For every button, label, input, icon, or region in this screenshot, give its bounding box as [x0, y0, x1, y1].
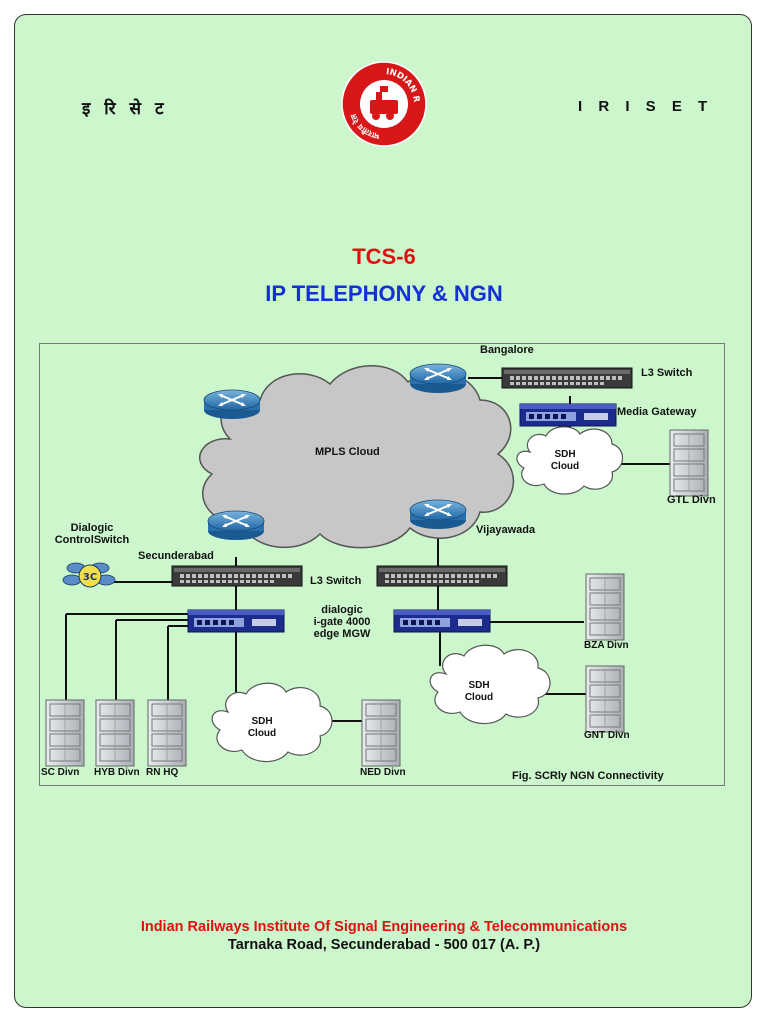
- diagram-drawing: 3C: [45, 363, 709, 767]
- label-sdh-cloud-left: SDH Cloud: [247, 716, 277, 739]
- label-ned-divn: NED Divn: [360, 767, 406, 778]
- sdh-cloud-left-icon: [211, 682, 333, 763]
- label-gtl-divn: GTL Divn: [667, 494, 716, 506]
- iriset-title: I R I S E T: [578, 98, 714, 115]
- server-bza-icon: [585, 573, 625, 641]
- label-dialogic-controlswitch: Dialogic ControlSwitch: [54, 522, 130, 546]
- label-gnt-divn: GNT Divn: [584, 730, 630, 741]
- label-bza-divn: BZA Divn: [584, 640, 629, 651]
- label-sdh-cloud-right: SDH Cloud: [464, 680, 494, 703]
- server-ned-icon: [361, 699, 401, 767]
- ngn-connectivity-diagram: 3C Bangalore L3 Switch Media Gateway MPL…: [39, 343, 725, 786]
- l3-switch-secunderabad-icon: [171, 565, 303, 587]
- hindi-title: इ रि से ट: [82, 99, 168, 119]
- server-gnt-icon: [585, 665, 625, 733]
- label-l3-switch-top: L3 Switch: [641, 367, 693, 379]
- l3-switch-bangalore-icon: [501, 367, 633, 389]
- sdh-cloud-top-icon: [516, 426, 624, 495]
- sdh-cloud-right-icon: [429, 644, 551, 725]
- label-hyb-divn: HYB Divn: [94, 767, 140, 778]
- svg-text:3C: 3C: [83, 572, 97, 583]
- label-media-gateway: Media Gateway: [617, 406, 697, 418]
- label-secunderabad: Secunderabad: [138, 550, 214, 562]
- institute-name: Indian Railways Institute Of Signal Engi…: [140, 919, 628, 935]
- label-l3-switch-mid: L3 Switch: [310, 575, 362, 587]
- label-bangalore: Bangalore: [480, 344, 534, 356]
- media-gateway-vijayawada-icon: [393, 609, 491, 633]
- course-title: IP TELEPHONY & NGN: [265, 281, 503, 306]
- router-vijayawada-icon: [409, 499, 467, 530]
- label-dialogic-mgw: dialogic i-gate 4000 edge MGW: [313, 604, 371, 640]
- media-gateway-bangalore-icon: [519, 403, 617, 427]
- media-gateway-secunderabad-icon: [187, 609, 285, 633]
- diagram-caption: Fig. SCRly NGN Connectivity: [512, 770, 664, 782]
- server-rn-hq-icon: [147, 699, 187, 767]
- l3-switch-vijayawada-icon: [376, 565, 508, 587]
- router-bangalore-icon: [409, 363, 467, 394]
- server-sc-icon: [45, 699, 85, 767]
- dialogic-controlswitch-icon: 3C: [62, 562, 116, 588]
- router-left-icon: [203, 389, 261, 420]
- label-mpls-cloud: MPLS Cloud: [315, 446, 380, 458]
- router-secunderabad-icon: [207, 510, 265, 541]
- label-rn-hq: RN HQ: [146, 767, 179, 778]
- label-sdh-cloud-top: SDH Cloud: [550, 449, 580, 472]
- institute-address: Tarnaka Road, Secunderabad - 500 017 (A.…: [227, 937, 541, 953]
- server-hyb-icon: [95, 699, 135, 767]
- course-code: TCS-6: [352, 244, 416, 269]
- label-vijayawada: Vijayawada: [476, 524, 536, 536]
- server-gtl-icon: [669, 429, 709, 497]
- indian-railways-logo-icon: INDIAN RAILWAYS भारतीय रेल: [340, 60, 427, 147]
- label-sc-divn: SC Divn: [41, 767, 80, 778]
